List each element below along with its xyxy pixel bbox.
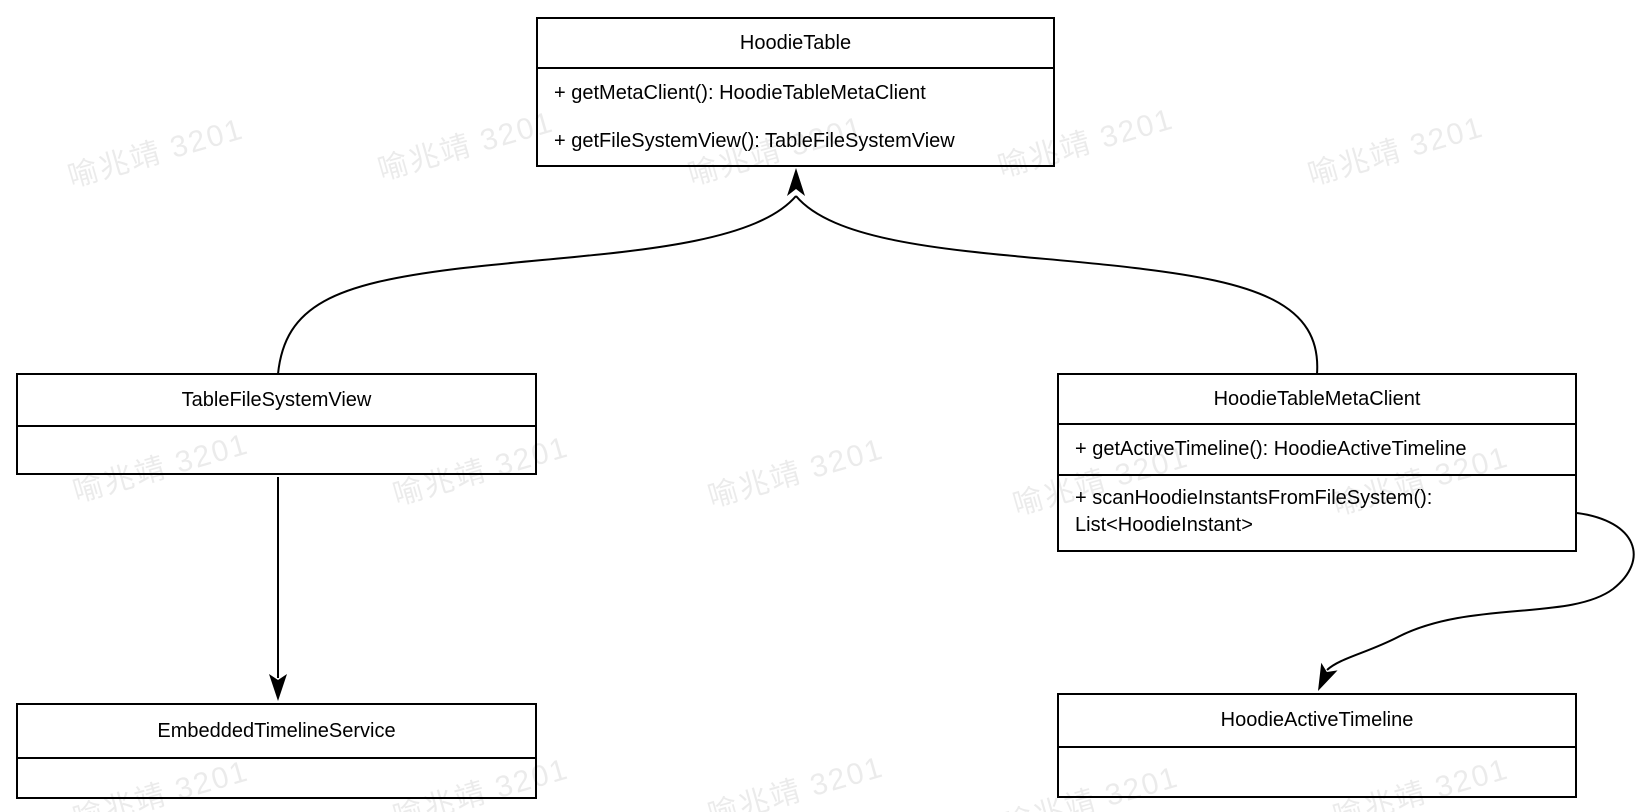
method-text: + getActiveTimeline(): HoodieActiveTimel… — [1075, 438, 1467, 460]
class-title: EmbeddedTimelineService — [157, 719, 396, 742]
empty-compartment — [18, 757, 535, 797]
class-title: HoodieTable — [739, 31, 852, 54]
empty-compartment — [1059, 746, 1575, 796]
class-box-embeddedtimelineservice: EmbeddedTimelineService — [16, 703, 537, 799]
class-box-hoodietable: HoodieTable + getMetaClient(): HoodieTab… — [536, 17, 1055, 167]
class-title: HoodieTableMetaClient — [1213, 387, 1421, 410]
arrowhead-to-hoodietable — [787, 168, 805, 196]
method-item: + getFileSystemView(): TableFileSystemVi… — [554, 129, 955, 152]
class-box-hoodietablemetaclient: HoodieTableMetaClient + getActiveTimelin… — [1057, 373, 1577, 552]
edge-hoodietablemetaclient-to-hoodietable — [795, 195, 1319, 375]
method-item: + scanHoodieInstantsFromFileSystem(): Li… — [1059, 474, 1575, 550]
method-item: + getActiveTimeline(): HoodieActiveTimel… — [1059, 423, 1575, 474]
class-title: HoodieActiveTimeline — [1220, 709, 1414, 731]
arrowhead-to-embeddedtimelineservice — [269, 674, 287, 701]
edge-tablefilesystemview-to-hoodietable — [277, 195, 797, 375]
class-box-tablefilesystemview: TableFileSystemView — [16, 373, 537, 475]
arrowhead-to-hoodieactivetimeline — [1318, 662, 1338, 691]
class-title: TableFileSystemView — [181, 388, 372, 411]
method-item: + getMetaClient(): HoodieTableMetaClient — [554, 81, 926, 104]
class-methods: + getMetaClient(): HoodieTableMetaClient… — [538, 67, 1053, 165]
empty-compartment — [18, 425, 535, 473]
edge-hoodietablemetaclient-to-hoodieactivetimeline — [1326, 512, 1635, 671]
class-box-hoodieactivetimeline: HoodieActiveTimeline — [1057, 693, 1577, 798]
